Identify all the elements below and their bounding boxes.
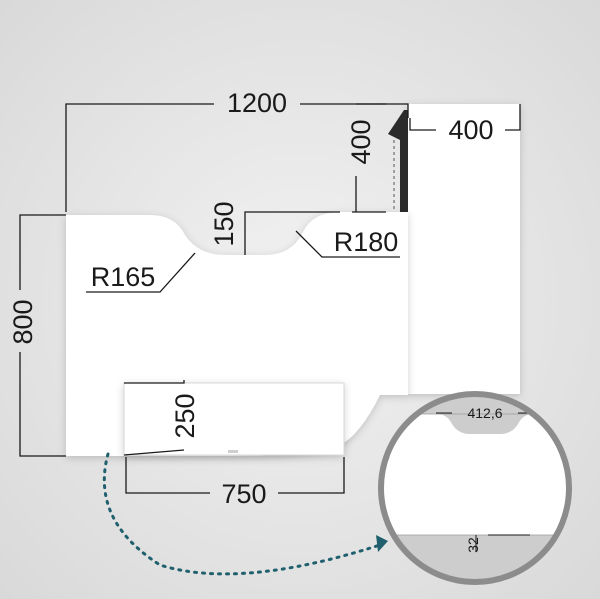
dim-return-width: 400 xyxy=(448,115,493,145)
dim-desk-depth: 800 xyxy=(8,299,38,344)
dim-gap: 32 xyxy=(465,537,481,553)
drawer-handle xyxy=(228,450,238,453)
dim-radius-right: R180 xyxy=(334,227,399,257)
dim-width-total: 1200 xyxy=(227,88,287,118)
dim-drawer-width: 750 xyxy=(221,479,266,509)
drawer xyxy=(123,382,345,456)
dimension-lines xyxy=(19,103,521,494)
dim-return-depth: 400 xyxy=(346,119,376,164)
dim-radius-left: R165 xyxy=(91,262,156,292)
lens-ring xyxy=(378,391,572,585)
frame-rail xyxy=(388,110,408,212)
dim-cutout-depth: 150 xyxy=(209,201,239,246)
detail-lens: 412,6 32 xyxy=(378,391,572,585)
dim-cutout-width: 412,6 xyxy=(467,405,502,421)
arrow-head-icon xyxy=(376,535,388,552)
dotted-arrow xyxy=(102,452,382,576)
dim-drawer-height: 250 xyxy=(170,393,200,438)
return-panel xyxy=(408,104,520,394)
